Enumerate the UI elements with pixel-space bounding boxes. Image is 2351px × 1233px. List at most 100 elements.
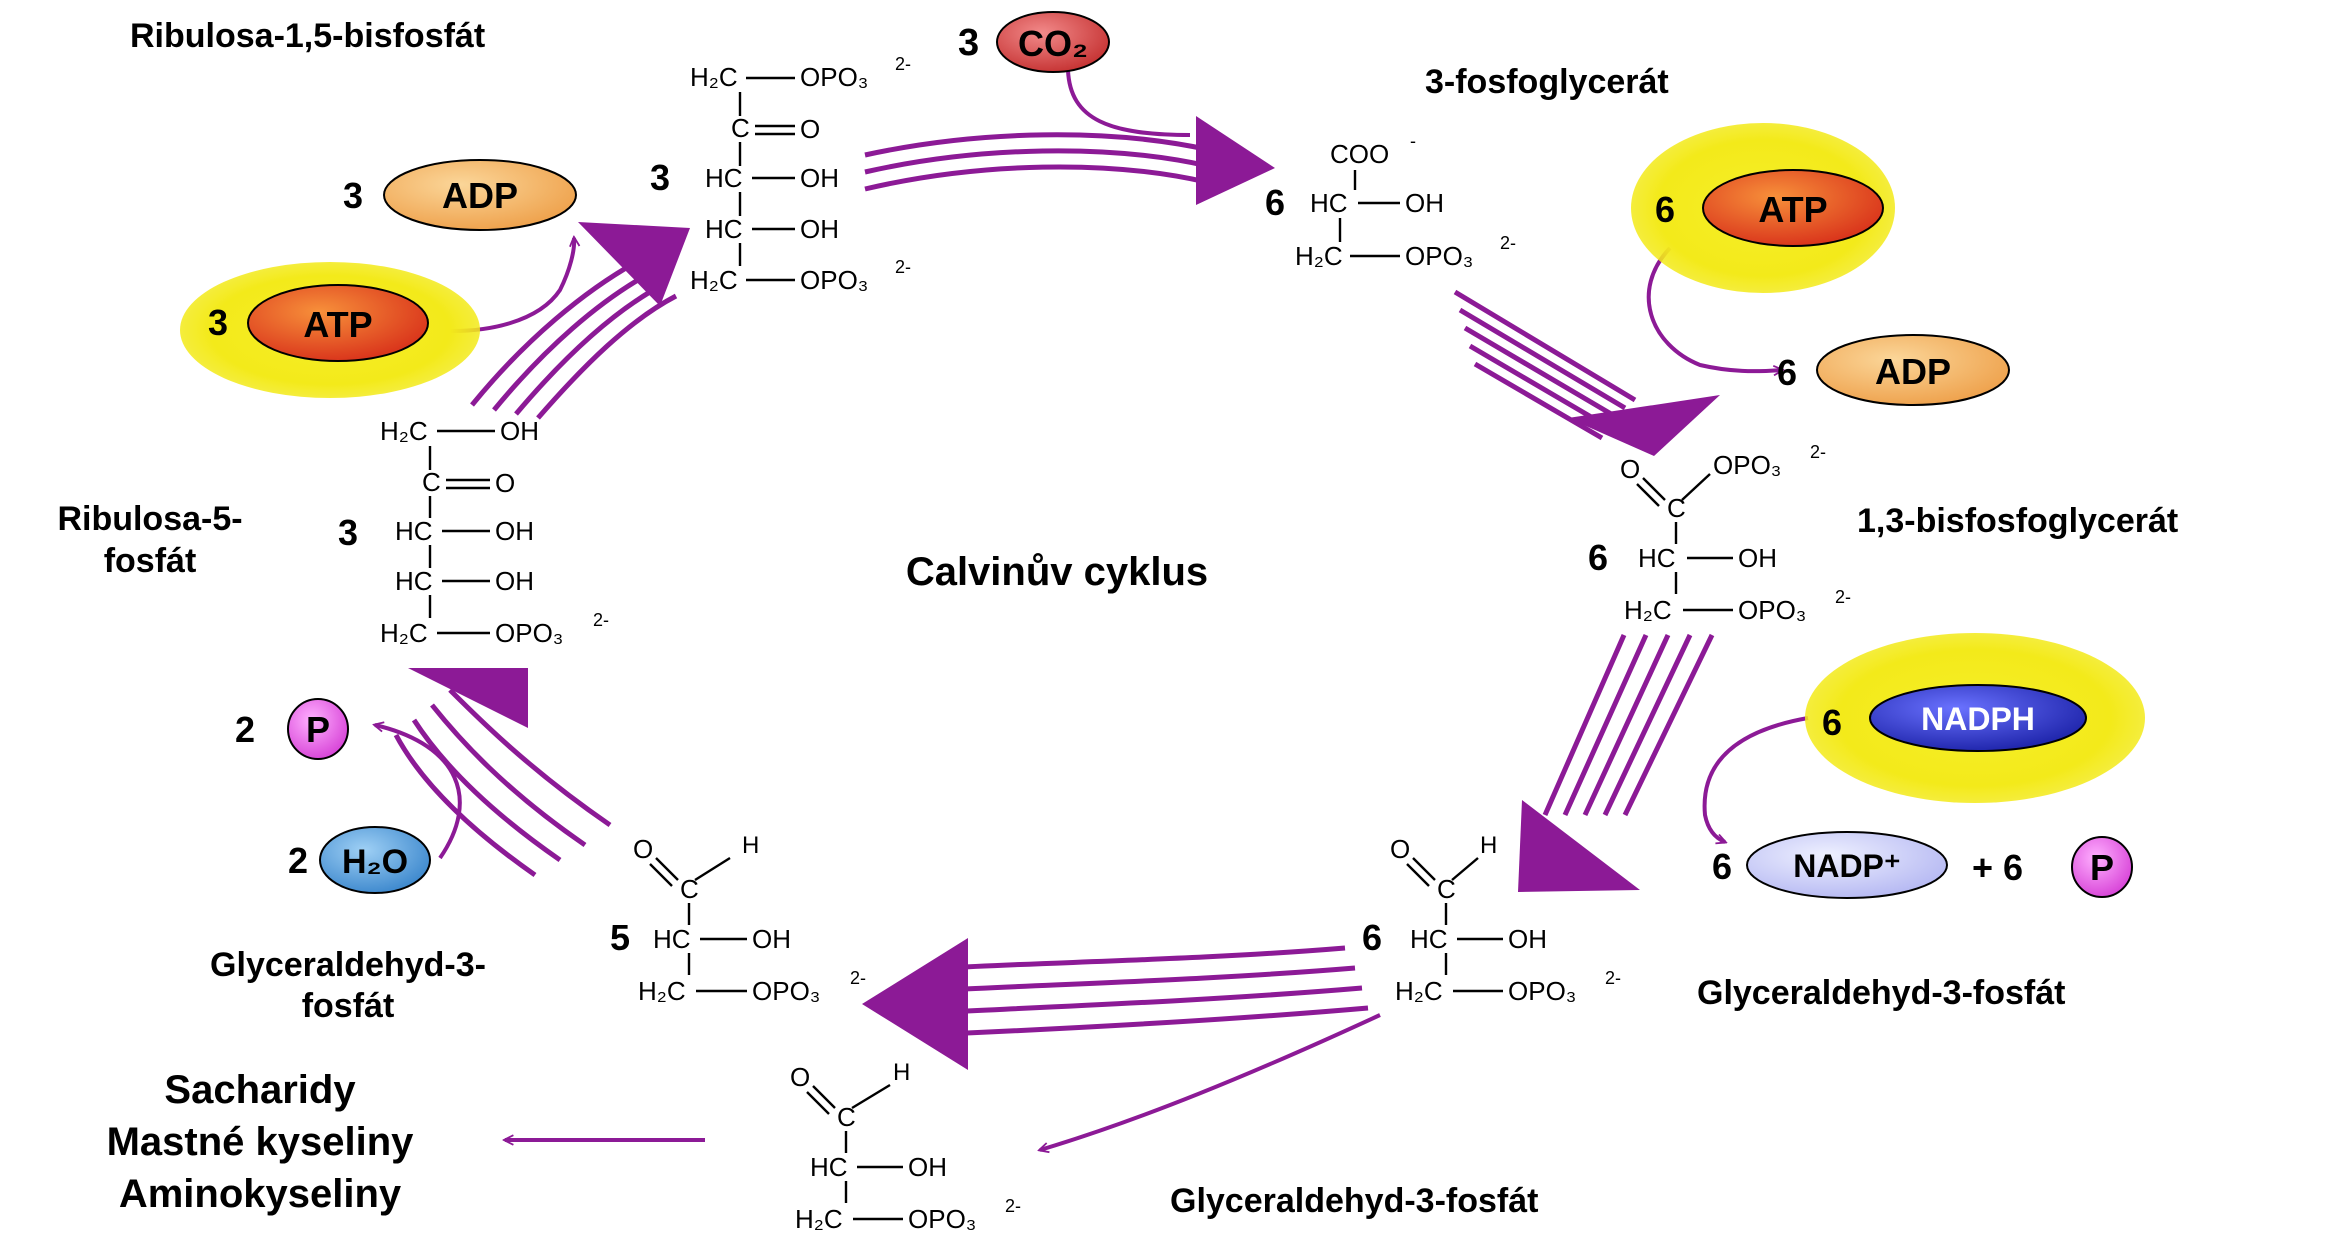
output-aminokyseliny: Aminokyseliny [119, 1172, 402, 1216]
svg-text:O: O [1620, 454, 1640, 484]
svg-text:C: C [680, 874, 699, 904]
arrow-g3p-recycle [862, 938, 1369, 1070]
svg-text:HC: HC [395, 566, 433, 596]
svg-text:2-: 2- [1835, 587, 1851, 607]
svg-text:HC: HC [653, 924, 691, 954]
svg-text:HC: HC [1410, 924, 1448, 954]
rubp-structure: 3 H₂C OPO₃ 2- C O HC OH HC OH H₂C OPO₃ 2… [650, 54, 911, 295]
svg-text:O: O [790, 1062, 810, 1092]
svg-text:H₂C: H₂C [1295, 241, 1343, 271]
adp-right-coefficient: 6 [1777, 352, 1797, 393]
co2-coefficient: 3 [958, 22, 979, 64]
svg-text:H: H [893, 1059, 910, 1086]
phosphate-left-icon [287, 698, 349, 760]
atp-right-arrow [1646, 246, 1782, 371]
svg-text:O: O [800, 114, 820, 144]
arrow-reduction [1518, 633, 1715, 892]
adp-left-molecule-icon [383, 159, 577, 231]
phosphate-right-icon [2071, 836, 2133, 898]
nadp-molecule-icon [1746, 831, 1948, 899]
svg-text:C: C [1437, 874, 1456, 904]
g3p-bottom-structure: O C H HC OH H₂C OPO₃ 2- [790, 1059, 1021, 1233]
svg-text:HC: HC [705, 163, 743, 193]
co2-label: CO₂ [1018, 23, 1088, 64]
nadph-label: NADPH [1921, 701, 2035, 737]
g3p-left-structure: 5 O C H HC OH H₂C OPO₃ 2- [610, 832, 866, 1006]
rubp-name: Ribulosa-1,5-bisfosfát [130, 17, 485, 55]
arrow-g3p-export [1040, 1013, 1381, 1150]
svg-text:H: H [1480, 832, 1497, 859]
svg-text:O: O [633, 834, 653, 864]
svg-text:OPO₃: OPO₃ [752, 976, 820, 1006]
svg-text:OH: OH [495, 566, 534, 596]
svg-text:OH: OH [495, 516, 534, 546]
nadph-arrow [1702, 716, 1809, 842]
atp-left-label: ATP [303, 304, 372, 345]
g3p-left-coefficient: 5 [610, 917, 630, 958]
svg-text:HC: HC [395, 516, 433, 546]
adp-left-coefficient: 3 [343, 175, 363, 216]
svg-text:OPO₃: OPO₃ [1405, 241, 1473, 271]
svg-text:OPO₃: OPO₃ [800, 265, 868, 295]
svg-text:OH: OH [800, 214, 839, 244]
svg-text:OH: OH [1405, 188, 1444, 218]
h2o-coefficient: 2 [288, 840, 308, 881]
adp-right-molecule-icon [1816, 334, 2010, 406]
co2-molecule-icon [996, 11, 1110, 73]
svg-text:O: O [1390, 834, 1410, 864]
g3p-left-name-line1: Glyceraldehyd-3- [210, 946, 486, 984]
svg-text:C: C [1667, 493, 1686, 523]
g3p-right-structure: 6 O C H HC OH H₂C OPO₃ 2- [1362, 832, 1621, 1006]
pga-coefficient: 6 [1265, 182, 1285, 223]
bpg-name: 1,3-bisfosfoglycerát [1857, 502, 2178, 540]
pga-structure: 6 COO - HC OH H₂C OPO₃ 2- [1265, 131, 1516, 271]
bpg-structure: 6 O C OPO₃ 2- HC OH H₂C OPO₃ 2- [1588, 442, 1851, 625]
svg-text:OH: OH [1738, 543, 1777, 573]
pi-left-label: P [306, 709, 330, 750]
svg-text:OPO₃: OPO₃ [800, 62, 868, 92]
output-sacharidy: Sacharidy [164, 1068, 356, 1112]
svg-text:C: C [731, 113, 750, 143]
svg-text:H₂C: H₂C [380, 416, 428, 446]
svg-text:HC: HC [1638, 543, 1676, 573]
atp-right-coefficient: 6 [1655, 189, 1675, 230]
svg-text:H₂C: H₂C [690, 265, 738, 295]
output-mastne-kyseliny: Mastné kyseliny [107, 1120, 415, 1164]
ru5p-structure: 3 H₂C OH C O HC OH HC OH H₂C OPO₃ 2- [338, 416, 609, 648]
atp-right-molecule-icon [1702, 169, 1884, 247]
svg-text:HC: HC [705, 214, 743, 244]
pga-name: 3-fosfoglycerát [1425, 63, 1669, 101]
svg-text:OH: OH [752, 924, 791, 954]
svg-text:2-: 2- [1810, 442, 1826, 462]
svg-text:OPO₃: OPO₃ [1508, 976, 1576, 1006]
svg-text:2-: 2- [593, 610, 609, 630]
arrow-phosphorylation [1453, 289, 1720, 456]
rubp-coefficient: 3 [650, 157, 670, 198]
nadph-coefficient: 6 [1822, 702, 1842, 743]
pi-right-prefix: + 6 [1972, 847, 2023, 888]
svg-text:H₂C: H₂C [795, 1204, 843, 1233]
bpg-coefficient: 6 [1588, 537, 1608, 578]
ru5p-name-line1: Ribulosa-5- [57, 500, 242, 538]
atp-right-label: ATP [1758, 189, 1827, 230]
svg-text:OH: OH [500, 416, 539, 446]
svg-text:2-: 2- [895, 54, 911, 74]
svg-text:C: C [837, 1102, 856, 1132]
svg-text:OPO₃: OPO₃ [1713, 450, 1781, 480]
svg-text:-: - [1410, 131, 1416, 151]
svg-text:OH: OH [908, 1152, 947, 1182]
cycle-title: Calvinův cyklus [906, 550, 1208, 594]
nadph-molecule-icon [1869, 684, 2087, 752]
water-molecule-icon [319, 826, 431, 894]
ru5p-name-line2: fosfát [104, 542, 197, 580]
nadp-coefficient: 6 [1712, 846, 1732, 887]
svg-text:OH: OH [800, 163, 839, 193]
svg-text:H₂C: H₂C [638, 976, 686, 1006]
pi-left-coefficient: 2 [235, 709, 255, 750]
g3p-bottom-name: Glyceraldehyd-3-fosfát [1170, 1182, 1538, 1220]
pi-right-label: P [2090, 847, 2114, 888]
svg-text:COO: COO [1330, 139, 1389, 169]
arrow-regeneration [393, 668, 612, 878]
adp-left-label: ADP [442, 175, 518, 216]
